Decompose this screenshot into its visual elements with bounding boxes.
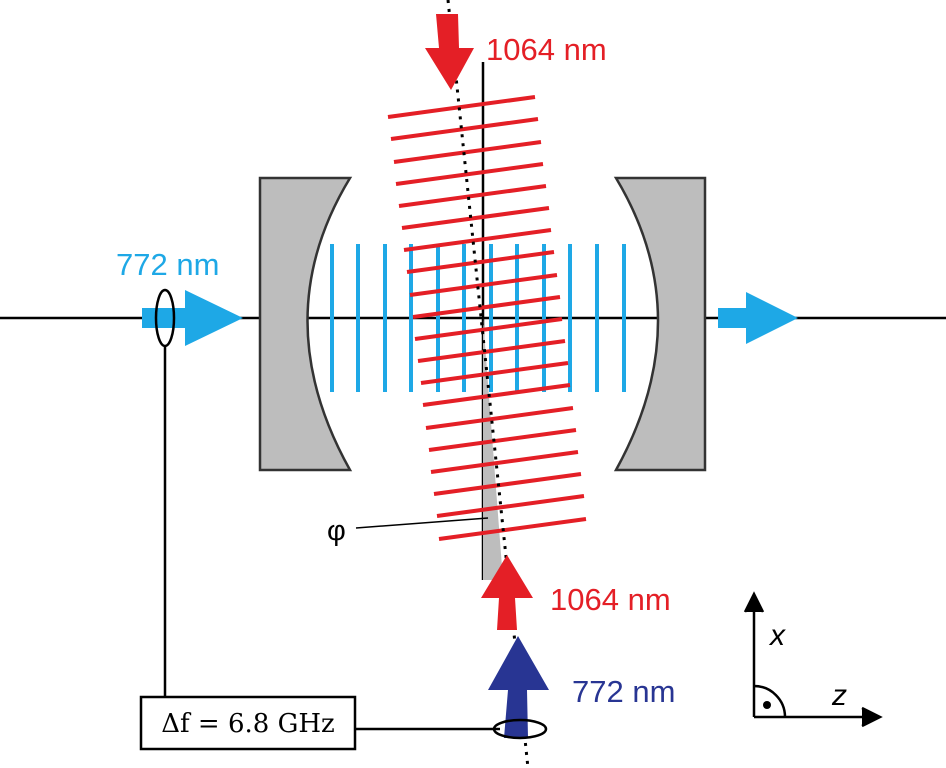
red-fringe <box>412 295 561 319</box>
right-cavity-mirror <box>613 176 707 472</box>
red-fringe <box>409 273 558 297</box>
angle-wedge <box>483 318 503 580</box>
frequency-box <box>139 695 357 751</box>
coordinate-axes <box>743 591 883 728</box>
z-axis-label: z <box>831 679 847 712</box>
right-angle-arc <box>753 684 787 718</box>
x-axis-label: x <box>768 619 786 652</box>
red-fringe <box>414 317 563 341</box>
frequency-box-label: Δf = 6.8 GHz <box>161 709 334 739</box>
bottom-772-label: 772 nm <box>572 674 675 709</box>
bottom-red-arrow <box>481 555 533 630</box>
cyan-standing-wave <box>330 244 626 392</box>
x-axis-arrowhead <box>743 591 765 613</box>
red-fringe <box>430 450 579 474</box>
red-fringe <box>422 383 571 407</box>
red-fringe <box>401 206 550 230</box>
red-fringe <box>403 228 552 252</box>
bottom-1064-label: 1064 nm <box>550 582 671 617</box>
top-1064-label: 1064 nm <box>486 32 607 67</box>
red-fringe <box>438 517 587 541</box>
red-fringe <box>393 140 542 164</box>
angle-leader-line <box>355 517 489 529</box>
red-fringe <box>433 472 582 496</box>
red-fringe <box>420 361 569 385</box>
bottom-beam-coupler-ring <box>492 718 548 740</box>
red-fringe <box>395 162 544 186</box>
red-fringe <box>417 339 566 363</box>
bottom-navy-arrow <box>488 636 549 738</box>
right-cyan-arrow <box>718 292 798 344</box>
red-fringe <box>387 95 536 119</box>
tilted-beam-axis <box>446 0 530 768</box>
red-fringe <box>425 406 574 430</box>
red-fringe <box>398 184 547 208</box>
red-fringe <box>390 117 539 141</box>
angle-label: φ <box>327 515 346 547</box>
red-fringe <box>406 250 555 274</box>
top-red-arrow <box>425 14 474 90</box>
right-angle-dot <box>763 701 771 709</box>
left-cavity-mirror <box>258 176 353 472</box>
left-cyan-arrow <box>142 290 243 346</box>
red-fringe <box>436 494 585 518</box>
z-axis-arrowhead <box>861 706 883 728</box>
left-772-label: 772 nm <box>116 247 219 282</box>
red-fringe <box>428 428 577 452</box>
red-tilted-lattice <box>387 95 587 541</box>
